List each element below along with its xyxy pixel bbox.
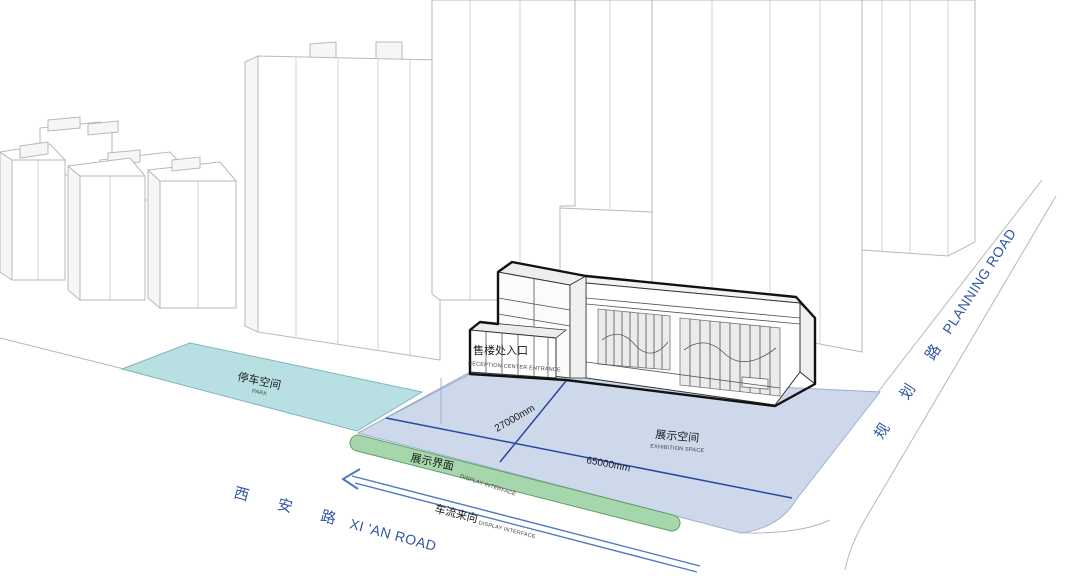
sales-center-building <box>468 260 817 408</box>
planning-road-char-2: 划 <box>896 380 919 402</box>
background-building-middle <box>244 41 441 361</box>
traffic-cn: 车流来向 <box>433 501 479 525</box>
road-edges <box>0 179 1057 571</box>
exhibition-en: EXHIBITION SPACE <box>650 444 705 455</box>
xian-road-char-1: 西 <box>232 483 251 504</box>
dimension-line-width <box>499 380 567 463</box>
exhibition-label: 展示空间 EXHIBITION SPACE <box>650 427 705 455</box>
planning-road-label: 规 划 路 PLANNING ROAD <box>870 225 1019 442</box>
planning-road-char-1: 规 <box>870 420 893 442</box>
xian-road-en: XI 'AN ROAD <box>348 516 438 555</box>
xian-road-label: 西 安 路 XI 'AN ROAD <box>232 483 438 555</box>
dimension-line-length <box>385 417 793 499</box>
parking-area <box>120 342 424 432</box>
exhibition-area <box>356 371 881 534</box>
building-outline <box>468 260 817 408</box>
glass-facade-left <box>597 308 671 371</box>
display-interface-strip <box>349 434 681 532</box>
planning-road-char-3: 路 <box>921 341 944 363</box>
background-buildings-left <box>0 116 238 310</box>
exhibition-guide-lines <box>389 373 471 424</box>
xian-road-char-3: 路 <box>319 507 338 528</box>
dimension-lines <box>385 380 793 499</box>
parking-en: PARK <box>251 388 267 397</box>
xian-road-char-2: 安 <box>275 495 294 516</box>
traffic-direction-arrow <box>341 468 701 573</box>
background-buildings-right <box>431 0 976 353</box>
reception-entrance-cn: 售楼处入口 <box>473 343 528 357</box>
exhibition-cn: 展示空间 <box>655 427 700 445</box>
